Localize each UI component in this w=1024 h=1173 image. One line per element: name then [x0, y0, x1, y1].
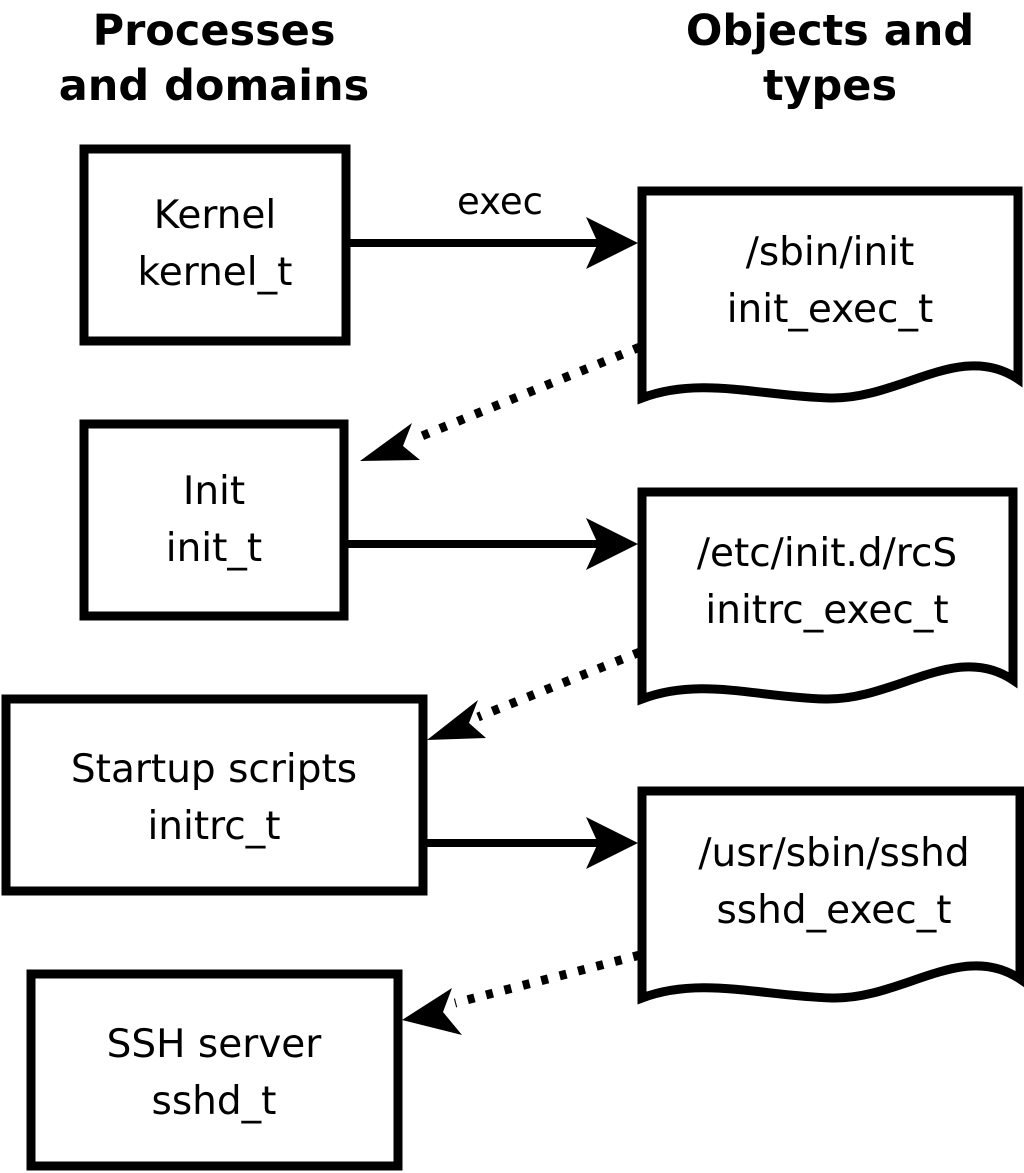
- arrowhead-init-exec-to-init: [360, 423, 420, 461]
- edge-sshd-exec-to-sshd: [402, 950, 642, 1035]
- node-init-box[interactable]: [79, 419, 349, 621]
- node-kernel-box[interactable]: [79, 144, 351, 346]
- node-sshd[interactable]: SSH server sshd_t: [26, 969, 403, 1171]
- node-init-exec-line2: init_exec_t: [727, 287, 934, 332]
- edge-line-initrc-exec-to-startup: [476, 647, 642, 722]
- column-heading-processes: Processes and domains: [59, 6, 369, 111]
- edge-label-exec: exec: [457, 180, 543, 223]
- node-initrc-exec-line1: /etc/init.d/rcS: [697, 531, 957, 576]
- edge-startup-to-sshd-exec: [427, 817, 638, 869]
- node-init-exec-line1: /sbin/init: [746, 230, 915, 275]
- node-kernel[interactable]: Kernel kernel_t: [79, 144, 351, 346]
- edge-initrc-exec-to-startup: [427, 647, 642, 740]
- heading-objects-line2: types: [763, 61, 897, 111]
- node-init-exec[interactable]: /sbin/init init_exec_t: [637, 186, 1023, 405]
- node-kernel-line1: Kernel: [154, 193, 277, 238]
- node-initrc-exec-line2: initrc_exec_t: [705, 588, 948, 633]
- node-sshd-box[interactable]: [26, 969, 403, 1171]
- arrowhead-kernel-to-init-exec: [586, 217, 638, 269]
- node-sshd-exec-line1: /usr/sbin/sshd: [698, 831, 969, 876]
- node-sshd-exec-line2: sshd_exec_t: [716, 888, 951, 933]
- column-heading-objects: Objects and types: [686, 6, 974, 111]
- heading-processes-line1: Processes: [93, 6, 336, 56]
- edge-kernel-to-init-exec: exec: [350, 180, 638, 269]
- arrowhead-sshd-exec-to-sshd: [402, 988, 462, 1035]
- node-initrc-exec[interactable]: /etc/init.d/rcS initrc_exec_t: [637, 487, 1018, 706]
- edge-init-exec-to-init: [360, 342, 642, 461]
- node-startup-scripts-line2: initrc_t: [147, 804, 280, 849]
- node-init-exec-document[interactable]: [637, 186, 1023, 405]
- node-init[interactable]: Init init_t: [79, 419, 349, 621]
- node-startup-scripts-line1: Startup scripts: [71, 747, 357, 792]
- heading-objects-line1: Objects and: [686, 6, 974, 56]
- edge-line-init-exec-to-init: [410, 342, 642, 445]
- arrowhead-initrc-exec-to-startup: [427, 700, 486, 740]
- node-initrc-exec-document[interactable]: [637, 487, 1018, 706]
- node-kernel-line2: kernel_t: [138, 250, 293, 295]
- arrowhead-startup-to-sshd-exec: [586, 817, 638, 869]
- edge-line-sshd-exec-to-sshd: [453, 950, 642, 1008]
- node-sshd-exec[interactable]: /usr/sbin/sshd sshd_exec_t: [637, 786, 1024, 1005]
- node-startup-scripts-box[interactable]: [1, 694, 428, 896]
- node-init-line1: Init: [183, 469, 245, 514]
- arrowhead-init-to-initrc-exec: [586, 518, 638, 570]
- node-sshd-exec-document[interactable]: [637, 786, 1024, 1005]
- node-startup-scripts[interactable]: Startup scripts initrc_t: [1, 694, 428, 896]
- heading-processes-line2: and domains: [59, 61, 369, 111]
- node-init-line2: init_t: [166, 526, 262, 571]
- edge-init-to-initrc-exec: [348, 518, 638, 570]
- node-sshd-line1: SSH server: [107, 1022, 323, 1067]
- node-sshd-line2: sshd_t: [152, 1079, 277, 1124]
